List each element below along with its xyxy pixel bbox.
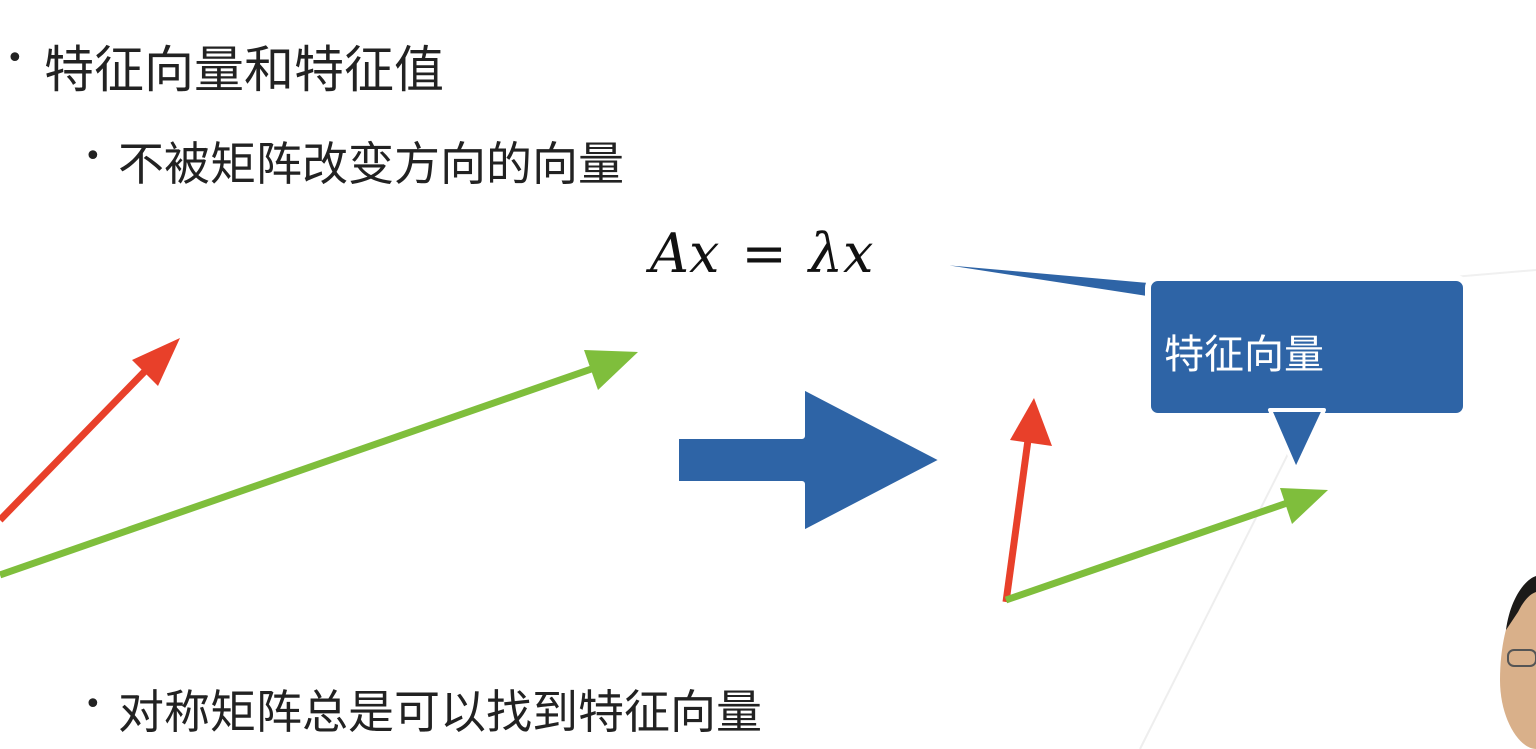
right-block-arrow-icon (676, 386, 944, 534)
green-vector-original (0, 350, 638, 575)
green-vector-transformed (1006, 488, 1328, 600)
callout-label-eigenvector: 特征向量 (1164, 322, 1324, 380)
presenter-video-thumbnail (1500, 576, 1536, 749)
red-vector-original (0, 338, 180, 520)
faint-guide-line (1140, 430, 1300, 749)
red-vector-transformed (1006, 398, 1052, 602)
